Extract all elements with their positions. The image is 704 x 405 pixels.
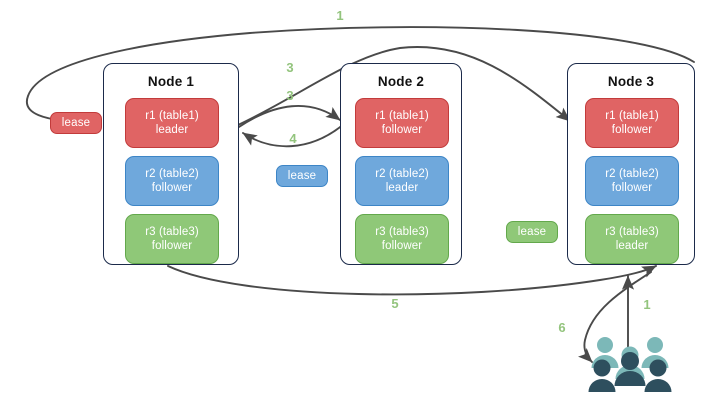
replica-name: r1 (table1) xyxy=(145,110,199,122)
replica-r3[interactable]: r3 (table3) leader xyxy=(585,214,679,264)
lease-badge-blue[interactable]: lease xyxy=(276,165,328,187)
replica-r3[interactable]: r3 (table3) follower xyxy=(125,214,219,264)
replica-r2[interactable]: r2 (table2) follower xyxy=(585,156,679,206)
step-label-6: 6 xyxy=(558,320,566,335)
replica-r3[interactable]: r3 (table3) follower xyxy=(355,214,449,264)
replica-role: follower xyxy=(151,182,193,194)
users-front-row xyxy=(588,352,672,392)
replica-name: r2 (table2) xyxy=(605,168,659,180)
node-box-3[interactable]: Node 3 r1 (table1) follower r2 (table2) … xyxy=(567,63,695,265)
edge-5 xyxy=(167,265,657,296)
replica-role: follower xyxy=(611,124,653,136)
step-label-5: 5 xyxy=(391,296,399,311)
node-title: Node 2 xyxy=(377,74,425,89)
replica-name: r1 (table1) xyxy=(605,110,659,122)
lease-label: lease xyxy=(287,170,317,182)
node-box-2[interactable]: Node 2 r1 (table1) follower r2 (table2) … xyxy=(340,63,462,265)
replica-name: r1 (table1) xyxy=(375,110,429,122)
replica-role: leader xyxy=(615,240,649,252)
replica-r1[interactable]: r1 (table1) follower xyxy=(585,98,679,148)
node-title: Node 3 xyxy=(607,74,655,89)
replica-role: follower xyxy=(381,124,423,136)
replica-role: leader xyxy=(385,182,419,194)
lease-label: lease xyxy=(517,226,547,238)
edge-3-to-node2 xyxy=(238,105,341,128)
step-label-2: 1 xyxy=(336,8,344,23)
replica-name: r2 (table2) xyxy=(375,168,429,180)
step-label-3-b: 3 xyxy=(286,88,294,103)
replica-role: follower xyxy=(151,240,193,252)
replica-role: follower xyxy=(611,182,653,194)
replica-r1[interactable]: r1 (table1) leader xyxy=(125,98,219,148)
replica-r2[interactable]: r2 (table2) follower xyxy=(125,156,219,206)
step-label-3-a: 3 xyxy=(286,60,294,75)
replica-r1[interactable]: r1 (table1) follower xyxy=(355,98,449,148)
node-box-1[interactable]: Node 1 r1 (table1) leader r2 (table2) fo… xyxy=(103,63,239,265)
replica-name: r3 (table3) xyxy=(605,226,659,238)
lease-label: lease xyxy=(61,117,91,129)
lease-badge-green[interactable]: lease xyxy=(506,221,558,243)
step-label-1: 1 xyxy=(643,297,651,312)
lease-badge-red[interactable]: lease xyxy=(50,112,102,134)
replica-role: leader xyxy=(155,124,189,136)
replica-name: r3 (table3) xyxy=(375,226,429,238)
replica-r2[interactable]: r2 (table2) leader xyxy=(355,156,449,206)
step-label-4: 4 xyxy=(289,131,297,146)
users-icon[interactable] xyxy=(588,335,672,393)
replica-name: r3 (table3) xyxy=(145,226,199,238)
node-title: Node 1 xyxy=(147,74,195,89)
replica-role: follower xyxy=(381,240,423,252)
replica-name: r2 (table2) xyxy=(145,168,199,180)
